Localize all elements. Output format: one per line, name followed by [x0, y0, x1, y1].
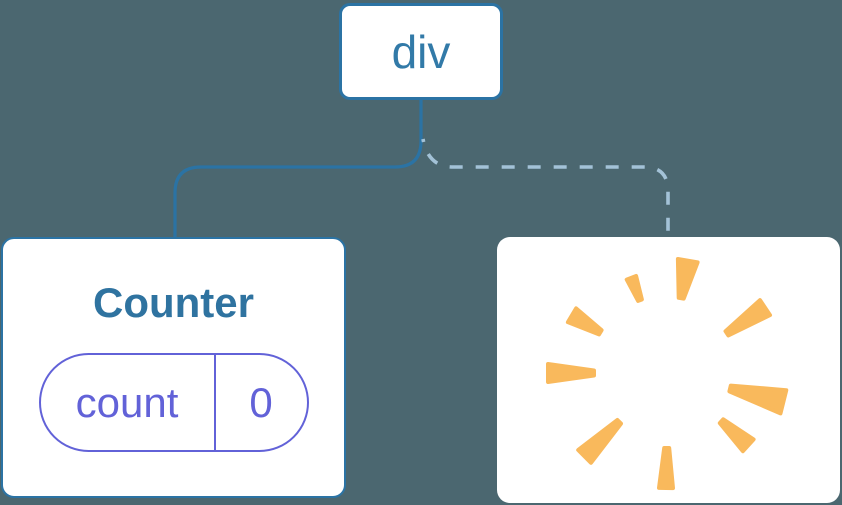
edge-solid-div-to-counter — [173, 100, 423, 237]
node-div-label: div — [391, 25, 451, 78]
poof-ray — [546, 362, 596, 384]
poof-explosion-icon — [546, 257, 789, 491]
poof-ray — [657, 446, 675, 491]
node-counter-title: Counter — [93, 279, 254, 326]
node-removed — [497, 237, 840, 503]
state-value-label: 0 — [249, 378, 273, 426]
poof-ray — [624, 274, 644, 303]
node-counter: Counter count 0 — [1, 237, 346, 498]
state-pill-key-cell: count — [41, 355, 214, 450]
poof-ray — [727, 383, 789, 416]
poof-ray — [723, 298, 772, 338]
poof-ray — [717, 417, 756, 454]
poof-ray — [565, 306, 604, 337]
state-pill-value-cell: 0 — [213, 355, 307, 450]
edge-dashed-div-to-removed — [421, 138, 670, 237]
poof-ray — [675, 257, 700, 301]
node-div: div — [339, 3, 503, 100]
state-key-label: count — [75, 378, 179, 426]
poof-ray — [576, 418, 623, 465]
state-pill: count 0 — [38, 353, 309, 452]
